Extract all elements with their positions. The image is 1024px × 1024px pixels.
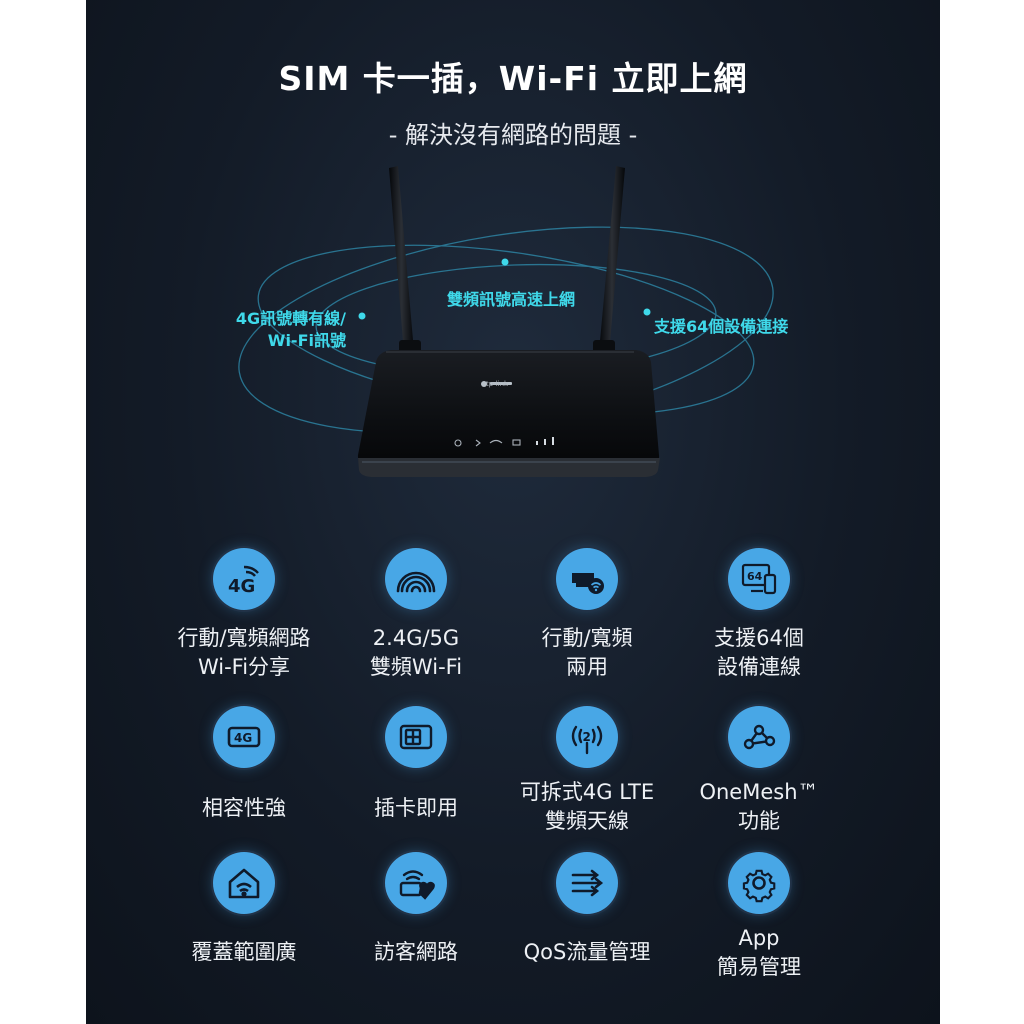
feature-label: 訪客網路 (374, 940, 458, 964)
64-devices-icon: 64 (728, 548, 790, 610)
svg-text:4G: 4G (234, 731, 252, 745)
callout-4g-to-wifi: 4G訊號轉有線/ Wi-Fi訊號 (235, 309, 346, 350)
feature-label: 支援64個 設備連線 (714, 626, 804, 679)
home-coverage-icon (213, 852, 275, 914)
onemesh-icon (728, 706, 790, 768)
banner-panel: tp-link SIM 卡一插，Wi-Fi 立即上網 - 解決沒有網路的問題 -… (86, 0, 940, 1024)
antenna-icon: 2 (556, 706, 618, 768)
page-title: SIM 卡一插，Wi-Fi 立即上網 (278, 59, 748, 98)
4g-compatibility-icon: 4G (213, 706, 275, 768)
feature-label: 行動/寬頻網路 Wi-Fi分享 (177, 626, 311, 679)
orbit-dots (358, 258, 651, 320)
feature-label: OneMesh™ 功能 (699, 780, 819, 833)
app-gear-icon (728, 852, 790, 914)
feature-label: 2.4G/5G 雙頻Wi-Fi (369, 626, 463, 679)
feature-label: QoS流量管理 (523, 940, 651, 964)
svg-text:2: 2 (583, 730, 591, 744)
router-brand: tp-link (486, 380, 509, 388)
sim-card-icon (385, 706, 447, 768)
feature-label: App 簡易管理 (717, 926, 801, 979)
callout-dual-band: 雙頻訊號高速上網 (446, 290, 575, 309)
callout-64-devices: 支援64個設備連接 (654, 317, 789, 336)
ethernet-wifi-icon (556, 548, 618, 610)
router-body (357, 350, 660, 477)
feature-label: 覆蓋範圍廣 (191, 940, 297, 964)
feature-label: 插卡即用 (374, 796, 458, 820)
4g-lte-signal-icon: 4G (213, 548, 275, 610)
svg-text:4G: 4G (228, 576, 255, 597)
feature-label: 可拆式4G LTE 雙頻天線 (519, 780, 655, 833)
guest-network-icon (385, 852, 447, 914)
wifi-rainbow-icon (385, 548, 447, 610)
page-subtitle: - 解決沒有網路的問題 - (388, 121, 638, 149)
feature-label: 相容性強 (202, 796, 286, 820)
feature-label: 行動/寬頻 兩用 (541, 626, 633, 679)
svg-text:64: 64 (747, 570, 763, 583)
qos-arrows-icon (556, 852, 618, 914)
router-illustration (238, 166, 774, 477)
